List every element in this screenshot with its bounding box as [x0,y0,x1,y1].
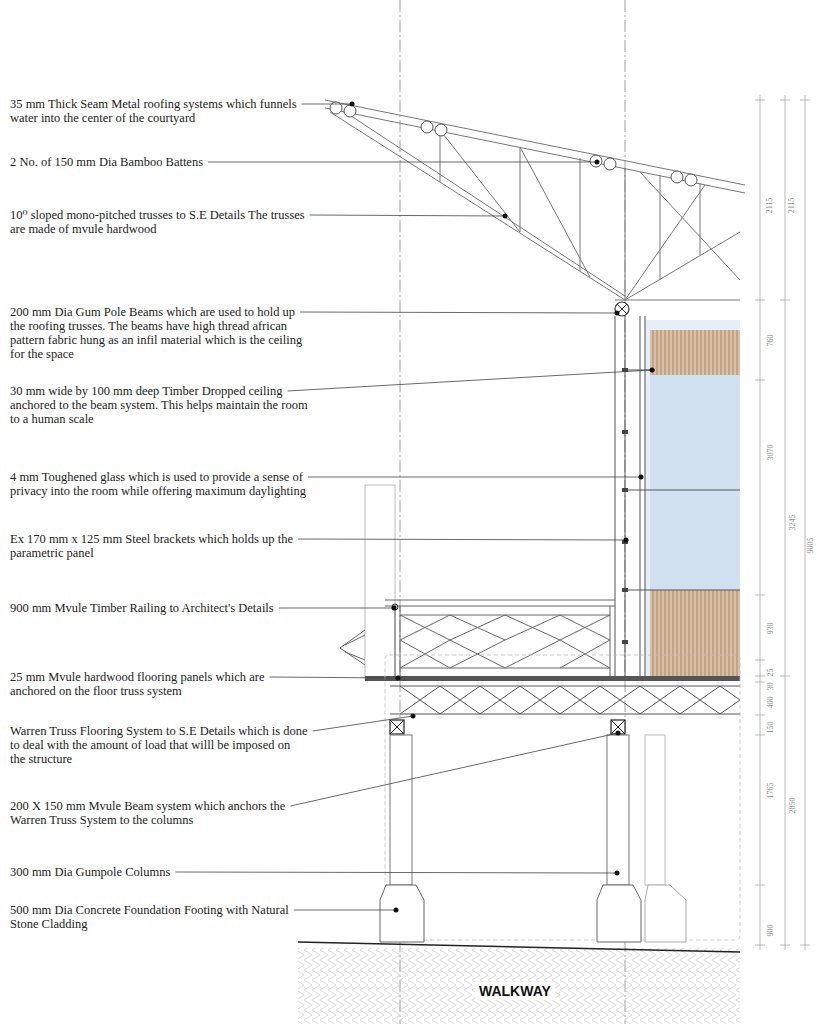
callout-text: 10⁰ sloped mono-pitched trusses to S.E D… [10,208,308,236]
leader-line [300,312,617,313]
leader-line [313,716,413,731]
leader-dot [411,714,416,719]
leader-line [290,733,618,806]
leader-dot [624,538,629,543]
leader-line [208,162,597,163]
dimension-text: 930 [766,622,775,634]
leader-dot [394,908,399,913]
leader-line [279,608,394,609]
leader-dot [616,731,621,736]
leader-dot [639,475,644,480]
dimension-text: 900 [766,924,775,936]
dimension-text: 2115 [787,197,796,213]
leader-line [310,215,505,216]
ground-label: WALKWAY [475,982,555,1000]
leader-dot [350,102,355,107]
dimension-text: 3070 [766,444,775,460]
leader-dot [595,160,600,165]
leader-line [288,370,652,391]
leader-dot [615,871,620,876]
dimension-text: 150 [766,721,775,733]
callout-text: 900 mm Mvule Timber Railing to Architect… [10,601,308,615]
callout-text: Warren Truss Flooring System to S.E Deta… [10,724,308,766]
callout-text: 200 X 150 mm Mvule Beam system which anc… [10,799,308,827]
leader-dot [396,676,401,681]
callout-text: 200 mm Dia Gum Pole Beams which are used… [10,305,308,361]
callout-text: 4 mm Toughened glass which is used to pr… [10,470,308,498]
leader-line [294,910,396,911]
dimension-text: 2115 [765,197,774,213]
leader-dot [615,311,620,316]
leader-dot [392,606,397,611]
leader-dot [650,368,655,373]
dimension-text: 9005 [806,537,815,553]
callout-text: 30 mm wide by 100 mm deep Timber Dropped… [10,384,308,426]
callout-text: Ex 170 mm x 125 mm Steel brackets which … [10,532,308,560]
dimension-text: 25 [766,668,775,676]
dimension-text: 400 [766,696,775,708]
callout-text: 500 mm Dia Concrete Foundation Footing w… [10,903,308,931]
leader-line [308,477,641,478]
leader-line [175,872,617,873]
leader-line [302,104,352,105]
dimension-text: 760 [766,334,775,346]
callout-text: 35 mm Thick Seam Metal roofing systems w… [10,97,308,125]
leader-dot [503,214,508,219]
dimension-text: 2850 [788,797,797,813]
leader-line [298,539,626,540]
callout-text: 2 No. of 150 mm Dia Bamboo Battens [10,155,308,169]
dimension-text: 30 [766,682,775,690]
leader-line [269,677,398,678]
dimension-text: 3245 [788,514,797,530]
callout-text: 300 mm Dia Gumpole Columns [10,865,308,879]
callout-text: 25 mm Mvule hardwood flooring panels whi… [10,670,308,698]
dimension-text: 1765 [766,782,775,798]
